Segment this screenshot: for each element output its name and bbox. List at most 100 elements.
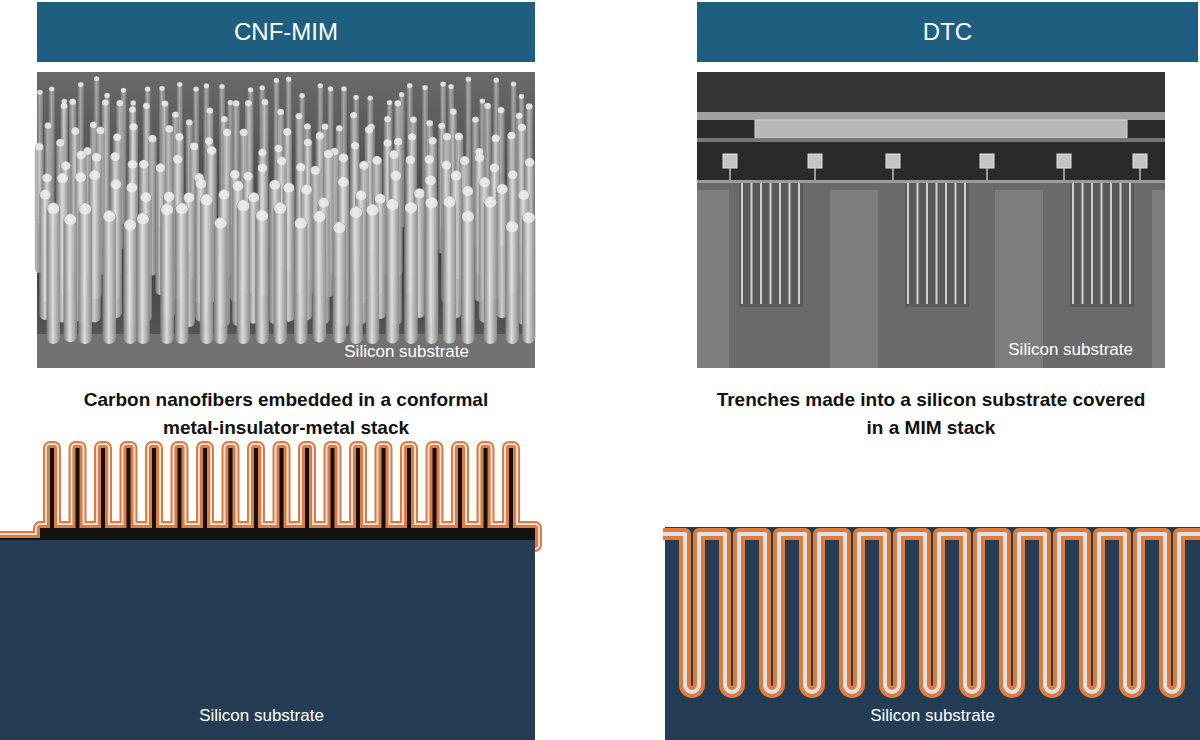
nanofiber-tip	[299, 93, 304, 98]
nanofiber-tip	[311, 166, 320, 174]
silicon-block	[1152, 190, 1165, 368]
nanofiber-tip	[42, 174, 51, 182]
nanofiber-tip	[490, 164, 499, 172]
nanofiber-tip	[196, 179, 207, 189]
nanofiber-tip	[45, 123, 52, 129]
nanofiber-tip	[75, 172, 86, 182]
nanofiber-tip	[366, 205, 378, 216]
nanofiber	[237, 200, 251, 344]
nanofiber-tip	[356, 191, 367, 201]
silicon-block	[697, 190, 729, 368]
trench-wall	[945, 183, 947, 304]
nanofiber-tip	[484, 103, 491, 109]
nanofiber-tip	[316, 132, 324, 139]
nanofiber-tip	[341, 87, 346, 92]
nanofiber-tip	[365, 126, 373, 133]
nanofiber-tip	[262, 99, 269, 105]
insulator-layer	[0, 448, 535, 545]
header-bar: CNF-MIM	[37, 2, 535, 62]
nanofiber-tip	[304, 124, 311, 130]
nanofiber-tip	[523, 212, 535, 223]
nanofiber	[78, 203, 92, 344]
nanofiber-tip	[350, 207, 362, 218]
nanofiber-tip	[386, 199, 398, 210]
sem-image: Silicon substrate	[37, 72, 535, 368]
nanofiber-tip	[221, 116, 228, 122]
nanofiber-tip	[103, 211, 115, 222]
nanofiber-tip	[451, 171, 462, 181]
nanofiber-tip	[497, 184, 508, 194]
nanofiber-tip	[426, 120, 433, 126]
nanofiber-tip	[516, 113, 523, 119]
contact-pad	[808, 154, 822, 168]
trench-wall	[917, 183, 919, 304]
trench-wall	[1101, 183, 1103, 304]
nanofiber-tip	[450, 109, 457, 115]
nanofiber-tip	[243, 172, 252, 180]
sem-background	[697, 72, 1165, 368]
nanofiber-tip	[399, 92, 404, 97]
carbon-nanofiber-core	[0, 448, 535, 545]
nanofiber-tip	[375, 194, 386, 204]
nanofiber-tip	[518, 124, 526, 131]
contact-pad	[886, 154, 900, 168]
nanofiber-tip	[124, 220, 136, 231]
nanofiber-tip	[425, 198, 437, 209]
nanofiber	[313, 211, 327, 343]
silicon-block	[830, 190, 878, 368]
nanofiber-tip	[35, 143, 43, 150]
nanofiber-tip	[94, 76, 99, 81]
nanofiber-tip	[256, 210, 268, 221]
nanofiber-tip	[442, 161, 451, 169]
nanofiber-tip	[313, 211, 325, 222]
nanofiber-tip	[156, 164, 165, 172]
nanofiber-tip	[219, 190, 230, 200]
nanofiber	[123, 219, 136, 344]
nanofiber-tip	[405, 202, 417, 213]
nanofiber-tip	[110, 153, 119, 161]
sem-top	[697, 72, 1165, 112]
nanofiber-tip	[79, 204, 91, 215]
nanofiber-tip	[479, 178, 490, 188]
nanofiber	[294, 217, 308, 344]
insulator-layer	[663, 534, 1200, 692]
nanofiber-tip	[333, 222, 345, 233]
nanofiber-tip	[384, 140, 392, 147]
nanofiber-tip	[410, 117, 417, 123]
nanofiber-tip	[353, 95, 358, 100]
nanofiber-tip	[49, 87, 54, 92]
trench-wall	[936, 183, 938, 304]
nanofiber-tip	[96, 127, 104, 134]
nanofiber-tip	[480, 99, 485, 104]
trench-wall	[1129, 183, 1131, 304]
nanofiber	[522, 212, 536, 344]
substrate-label: Silicon substrate	[199, 706, 324, 726]
nanofiber-tip	[389, 151, 398, 159]
nanofiber-tip	[283, 128, 291, 135]
nanofiber-tip	[492, 135, 500, 142]
nanofiber-tip	[219, 84, 224, 89]
nanofiber-tip	[111, 180, 122, 190]
nanofiber-tip	[148, 135, 156, 142]
trench-wall	[1120, 183, 1122, 304]
trench-array	[1070, 183, 1134, 307]
nanofiber-tip	[127, 183, 138, 193]
nanofiber-tip	[121, 88, 126, 93]
nanofiber-tip	[215, 218, 227, 229]
nanofiber-tip	[462, 186, 473, 196]
nanofiber-tip	[274, 203, 286, 214]
nanofiber-tip	[394, 100, 401, 106]
nanofiber-tip	[406, 156, 415, 164]
nanofiber-tip	[336, 125, 343, 131]
nanofiber-tip	[57, 173, 68, 183]
nanofiber	[461, 211, 475, 344]
nanofiber-tip	[390, 171, 401, 181]
nanofiber-tip	[460, 157, 469, 165]
trench-wall	[955, 183, 957, 304]
nanofiber	[333, 222, 347, 343]
trench-wall	[1082, 183, 1084, 304]
nanofiber-tip	[507, 132, 515, 139]
nanofiber-tip	[318, 83, 323, 88]
nanofiber-tip	[425, 176, 436, 186]
trench-wall	[964, 183, 966, 304]
